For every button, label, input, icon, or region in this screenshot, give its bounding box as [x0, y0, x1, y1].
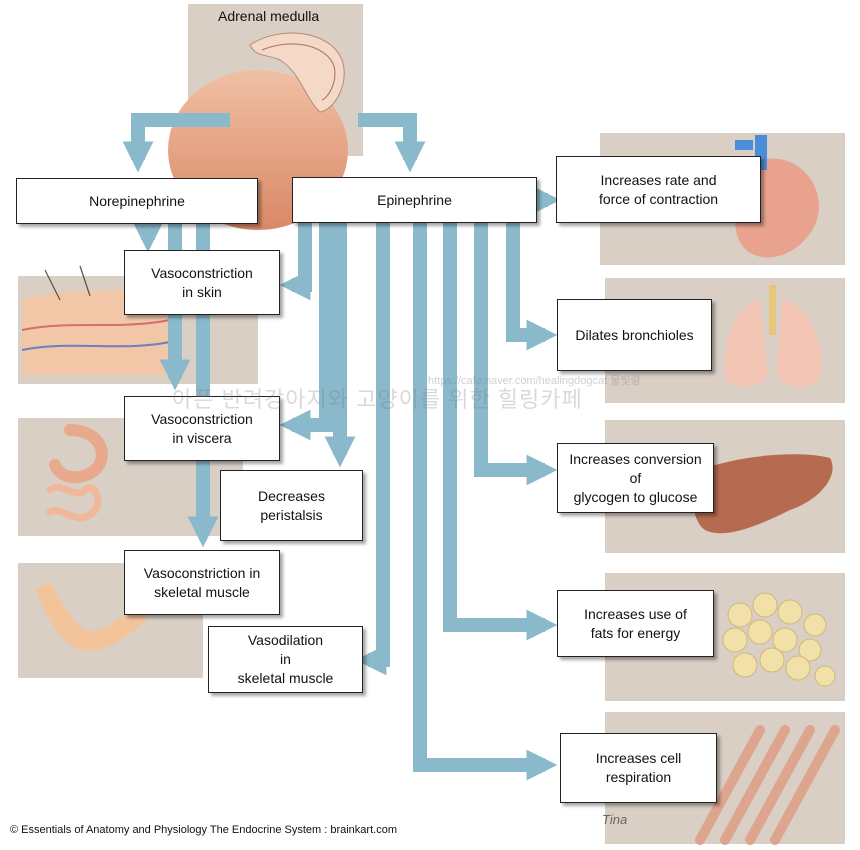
- fats-for-energy-box: Increases use of fats for energy: [557, 590, 714, 657]
- arrow-medulla-to-epinephrine: [358, 113, 426, 173]
- watermark-text: 아픈 반려강아지와 고양이를 위한 힐링카페: [172, 387, 583, 412]
- vasoconstriction-skin-box: Vasoconstriction in skin: [124, 250, 280, 315]
- arrow-epi-to-viscera: [279, 222, 333, 441]
- dilates-bronchioles-box: Dilates bronchioles: [557, 299, 712, 371]
- increases-rate-force-box: Increases rate and force of contraction: [556, 156, 761, 223]
- arrow-epi-to-fats: [443, 222, 558, 641]
- arrow-epi-to-respiration: [413, 222, 558, 781]
- epinephrine-box: Epinephrine: [292, 177, 537, 223]
- norepinephrine-box: Norepinephrine: [16, 178, 258, 224]
- arrow-epi-to-bronchioles: [506, 222, 558, 351]
- vasoconstriction-viscera-box: Vasoconstriction in viscera: [124, 396, 280, 461]
- arrow-medulla-to-norepinephrine: [122, 113, 230, 173]
- arrow-epi-to-skin: [279, 222, 312, 301]
- vasodilation-skeletal-box: Vasodilation in skeletal muscle: [208, 626, 363, 693]
- artist-signature: Tina: [602, 812, 628, 827]
- glycogen-to-glucose-box: Increases conversion of glycogen to gluc…: [557, 443, 714, 513]
- adrenal-medulla-label: Adrenal medulla: [218, 8, 320, 24]
- watermark-url: https://cafe.naver.com/healingdogcat 물빛령: [428, 375, 641, 387]
- source-credit: © Essentials of Anatomy and Physiology T…: [10, 824, 397, 836]
- arrow-epi-to-liver: [474, 222, 558, 486]
- vasoconstriction-skeletal-box: Vasoconstriction in skeletal muscle: [124, 550, 280, 615]
- cell-respiration-box: Increases cell respiration: [560, 733, 717, 803]
- lungs-illustration: [605, 278, 845, 403]
- decreases-peristalsis-box: Decreases peristalsis: [220, 470, 363, 541]
- arrow-epi-to-vasodilation: [355, 222, 390, 676]
